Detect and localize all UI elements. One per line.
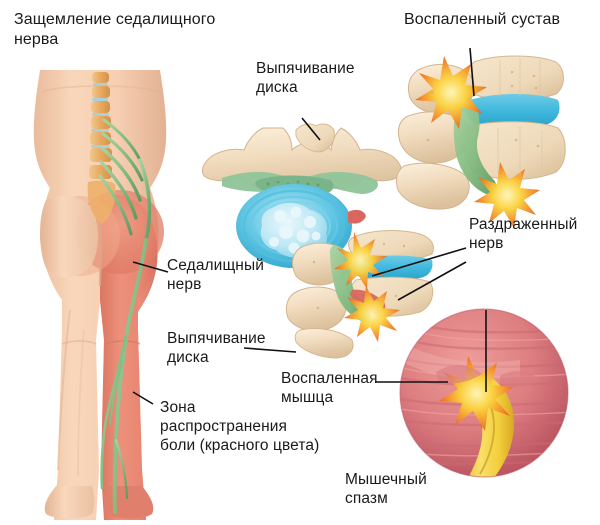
label-inflamed-joint: Воспаленный сустав bbox=[404, 11, 561, 28]
leader-sciatic-nerve bbox=[132, 261, 169, 273]
label-inflamed-muscle: Воспаленная мышца bbox=[281, 370, 378, 406]
label-disc-bulge-top: Выпячивание диска bbox=[256, 60, 355, 96]
leader-irritated-nerve-a bbox=[371, 247, 467, 277]
muscle-spasm-inset bbox=[399, 308, 569, 478]
label-sciatic-compression-title: Защемление седалищного нерва bbox=[14, 11, 216, 48]
leader-disc-bulge-top bbox=[301, 117, 321, 141]
label-irritated-nerve: Раздраженный нерв bbox=[469, 216, 578, 252]
label-sciatic-nerve: Седалищный нерв bbox=[167, 257, 264, 293]
leader-lines bbox=[132, 47, 487, 405]
spine-lateral-top bbox=[395, 55, 566, 228]
leader-pain-zone bbox=[132, 391, 154, 405]
label-pain-zone: Зона распространения боли (красного цвет… bbox=[160, 399, 320, 454]
leader-irritated-nerve-b bbox=[397, 261, 467, 301]
sciatic-nerve-path bbox=[98, 118, 152, 514]
leader-disc-bulge-mid bbox=[243, 347, 297, 353]
label-disc-bulge-mid: Выпячивание диска bbox=[167, 330, 266, 366]
label-muscle-spasm: Мышечный спазм bbox=[345, 471, 427, 507]
spine-column bbox=[87, 72, 116, 224]
spine-lateral-mid bbox=[285, 230, 434, 359]
body-figure bbox=[33, 70, 167, 520]
leader-inflamed-joint bbox=[469, 47, 475, 97]
